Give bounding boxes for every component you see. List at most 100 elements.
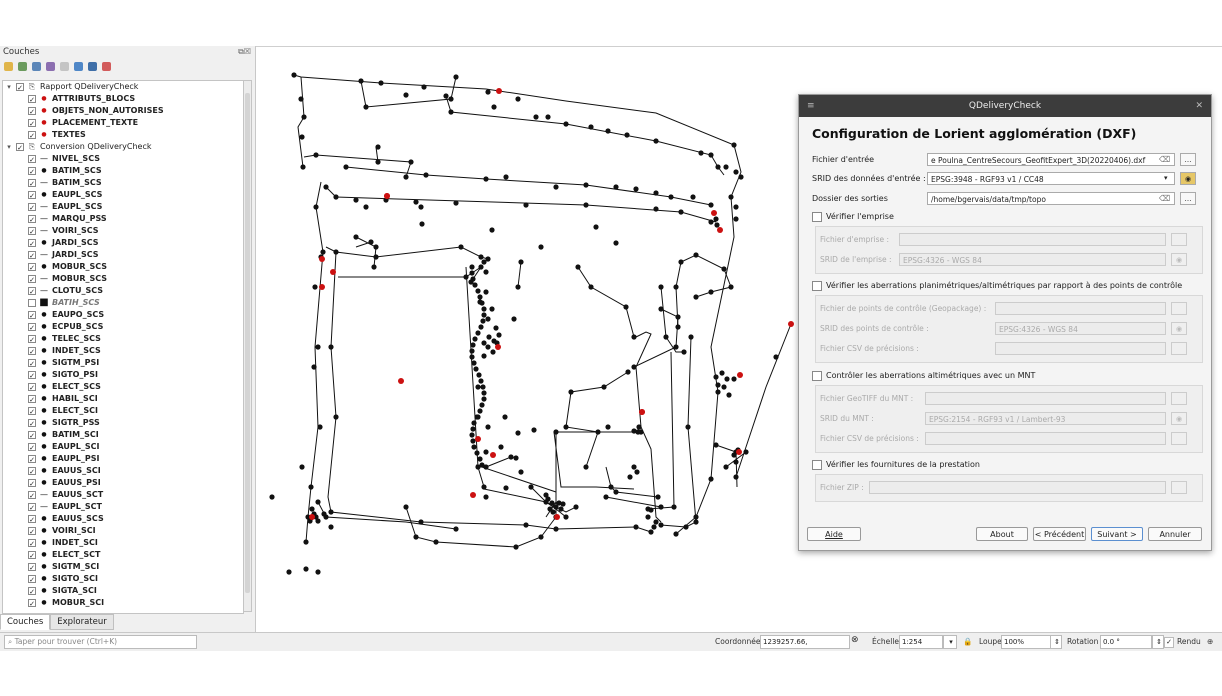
clear-output-icon[interactable]: ⌫	[1159, 194, 1171, 203]
layer-visibility-checkbox[interactable]	[28, 299, 36, 307]
next-button[interactable]: Suivant >	[1091, 527, 1143, 541]
layer-visibility-checkbox[interactable]: ✓	[28, 155, 36, 164]
layer-visibility-checkbox[interactable]: ✓	[28, 467, 36, 476]
layer-item[interactable]: ✓—BATIM_SCS	[3, 177, 243, 189]
layer-item[interactable]: ✓●SIGTM_SCI	[3, 561, 243, 573]
layer-visibility-checkbox[interactable]: ✓	[28, 563, 36, 572]
layer-visibility-checkbox[interactable]: ✓	[28, 179, 36, 188]
layer-visibility-checkbox[interactable]: ✓	[28, 455, 36, 464]
layer-visibility-checkbox[interactable]: ✓	[28, 215, 36, 224]
expand-chevron-icon[interactable]: ▾	[7, 143, 11, 151]
layer-visibility-checkbox[interactable]: ✓	[28, 539, 36, 548]
layer-visibility-checkbox[interactable]: ✓	[28, 395, 36, 404]
layer-item[interactable]: ✓●INDET_SCS	[3, 345, 243, 357]
layer-visibility-checkbox[interactable]: ✓	[28, 383, 36, 392]
panel-window-buttons[interactable]: ⧉☒	[238, 47, 251, 56]
layer-visibility-checkbox[interactable]: ✓	[28, 323, 36, 332]
check-supplies-checkbox[interactable]: Vérifier les fournitures de la prestatio…	[812, 459, 980, 471]
add-group-icon[interactable]	[18, 61, 27, 71]
messages-icon[interactable]: ⊕	[1207, 637, 1214, 646]
expand-chevron-icon[interactable]: ▾	[7, 83, 11, 91]
layer-group[interactable]: ▾✓⎘Conversion QDeliveryCheck	[3, 141, 243, 153]
layer-visibility-checkbox[interactable]: ✓	[28, 191, 36, 200]
layer-visibility-checkbox[interactable]: ✓	[28, 443, 36, 452]
layer-visibility-checkbox[interactable]: ✓	[28, 107, 36, 116]
layer-visibility-checkbox[interactable]: ✓	[28, 251, 36, 260]
toggle-extents-icon[interactable]: ⊗	[851, 635, 859, 645]
coordinate-field[interactable]: 1239257.66, 7214408.36	[760, 635, 850, 658]
filter-legend-icon[interactable]	[46, 61, 55, 71]
layer-item[interactable]: ✓●VOIRI_SCI	[3, 525, 243, 537]
map-drawing[interactable]	[256, 47, 1222, 632]
layer-visibility-checkbox[interactable]: ✓	[28, 287, 36, 296]
srid-select[interactable]: EPSG:3948 - RGF93 v1 / CC48	[927, 172, 1175, 185]
layer-item[interactable]: ✓—JARDI_SCS	[3, 249, 243, 261]
layer-visibility-checkbox[interactable]: ✓	[28, 491, 36, 500]
scale-dropdown-chevron-icon[interactable]: ▾	[943, 635, 957, 649]
layer-item[interactable]: ✓●SIGTO_SCI	[3, 573, 243, 585]
layer-visibility-checkbox[interactable]: ✓	[28, 335, 36, 344]
close-icon[interactable]: ✕	[1195, 101, 1203, 111]
layer-item[interactable]: ✓●BATIM_SCS	[3, 165, 243, 177]
manage-map-themes-icon[interactable]	[32, 61, 41, 71]
layer-visibility-checkbox[interactable]: ✓	[16, 143, 24, 152]
layer-visibility-checkbox[interactable]: ✓	[28, 263, 36, 272]
scrollbar-thumb[interactable]	[245, 93, 250, 593]
layer-item[interactable]: ✓●EAUUS_PSI	[3, 477, 243, 489]
layer-item[interactable]: ✓●OBJETS_NON_AUTORISES	[3, 105, 243, 117]
style-manager-icon[interactable]	[4, 61, 13, 71]
layer-visibility-checkbox[interactable]: ✓	[28, 371, 36, 380]
layer-item[interactable]: ✓●TELEC_SCS	[3, 333, 243, 345]
lock-scale-icon[interactable]: 🔒	[963, 637, 973, 646]
layer-visibility-checkbox[interactable]: ✓	[28, 239, 36, 248]
layer-item[interactable]: ✓●MOBUR_SCS	[3, 261, 243, 273]
expand-all-icon[interactable]	[74, 61, 83, 71]
layer-item[interactable]: ✓●SIGTM_PSI	[3, 357, 243, 369]
layer-item[interactable]: ✓●EAUPL_PSI	[3, 453, 243, 465]
check-planimetric-checkbox[interactable]: Vérifier les aberrations planimétriques/…	[812, 280, 1182, 292]
checkbox-box[interactable]	[812, 212, 822, 222]
layer-item[interactable]: ✓●HABIL_SCI	[3, 393, 243, 405]
layer-visibility-checkbox[interactable]: ✓	[28, 527, 36, 536]
srid-chevron-down-icon[interactable]: ▾	[1164, 174, 1168, 182]
layer-visibility-checkbox[interactable]: ✓	[28, 95, 36, 104]
layer-visibility-checkbox[interactable]: ✓	[28, 503, 36, 512]
layer-visibility-checkbox[interactable]: ✓	[28, 599, 36, 608]
layer-visibility-checkbox[interactable]: ✓	[28, 131, 36, 140]
remove-layer-icon[interactable]	[102, 61, 111, 71]
layer-item[interactable]: ✓—NIVEL_SCS	[3, 153, 243, 165]
layer-item[interactable]: ✓●EAUUS_SCS	[3, 513, 243, 525]
layer-item[interactable]: ■BATIH_SCS	[3, 297, 243, 309]
magnifier-stepper[interactable]: ⇕	[1050, 635, 1062, 649]
layer-visibility-checkbox[interactable]: ✓	[28, 431, 36, 440]
layer-item[interactable]: ✓●SIGTO_PSI	[3, 369, 243, 381]
layer-item[interactable]: ✓●SIGTR_PSS	[3, 417, 243, 429]
layer-item[interactable]: ✓●JARDI_SCS	[3, 237, 243, 249]
layer-item[interactable]: ✓—EAUUS_SCT	[3, 489, 243, 501]
browse-output-button[interactable]: …	[1180, 192, 1196, 205]
layer-item[interactable]: ✓●INDET_SCI	[3, 537, 243, 549]
layer-item[interactable]: ✓●ELECT_SCS	[3, 381, 243, 393]
layer-visibility-checkbox[interactable]: ✓	[28, 407, 36, 416]
tab-layers[interactable]: Couches	[0, 614, 51, 630]
layer-visibility-checkbox[interactable]: ✓	[28, 167, 36, 176]
layer-item[interactable]: ✓—MARQU_PSS	[3, 213, 243, 225]
layer-visibility-checkbox[interactable]: ✓	[28, 347, 36, 356]
layer-item[interactable]: ✓●EAUPO_SCS	[3, 309, 243, 321]
layer-item[interactable]: ✓—VOIRI_SCS	[3, 225, 243, 237]
layer-visibility-checkbox[interactable]: ✓	[28, 575, 36, 584]
output-folder-field[interactable]: /home/bgervais/data/tmp/topo	[927, 192, 1175, 205]
layer-visibility-checkbox[interactable]: ✓	[28, 515, 36, 524]
layer-item[interactable]: ✓—CLOTU_SCS	[3, 285, 243, 297]
layer-item[interactable]: ✓●EAUUS_SCI	[3, 465, 243, 477]
layer-item[interactable]: ✓●MOBUR_SCI	[3, 597, 243, 609]
layer-item[interactable]: ✓—EAUPL_SCT	[3, 501, 243, 513]
layer-item[interactable]: ✓●EAUPL_SCS	[3, 189, 243, 201]
filter-expression-icon[interactable]	[60, 61, 69, 71]
check-extent-checkbox[interactable]: Vérifier l'emprise	[812, 211, 894, 223]
layer-group[interactable]: ▾✓⎘Rapport QDeliveryCheck	[3, 81, 243, 93]
render-checkbox[interactable]: ✓	[1164, 637, 1174, 648]
layer-visibility-checkbox[interactable]: ✓	[16, 83, 24, 92]
window-menu-icon[interactable]: ≡	[807, 101, 815, 111]
layer-visibility-checkbox[interactable]: ✓	[28, 587, 36, 596]
